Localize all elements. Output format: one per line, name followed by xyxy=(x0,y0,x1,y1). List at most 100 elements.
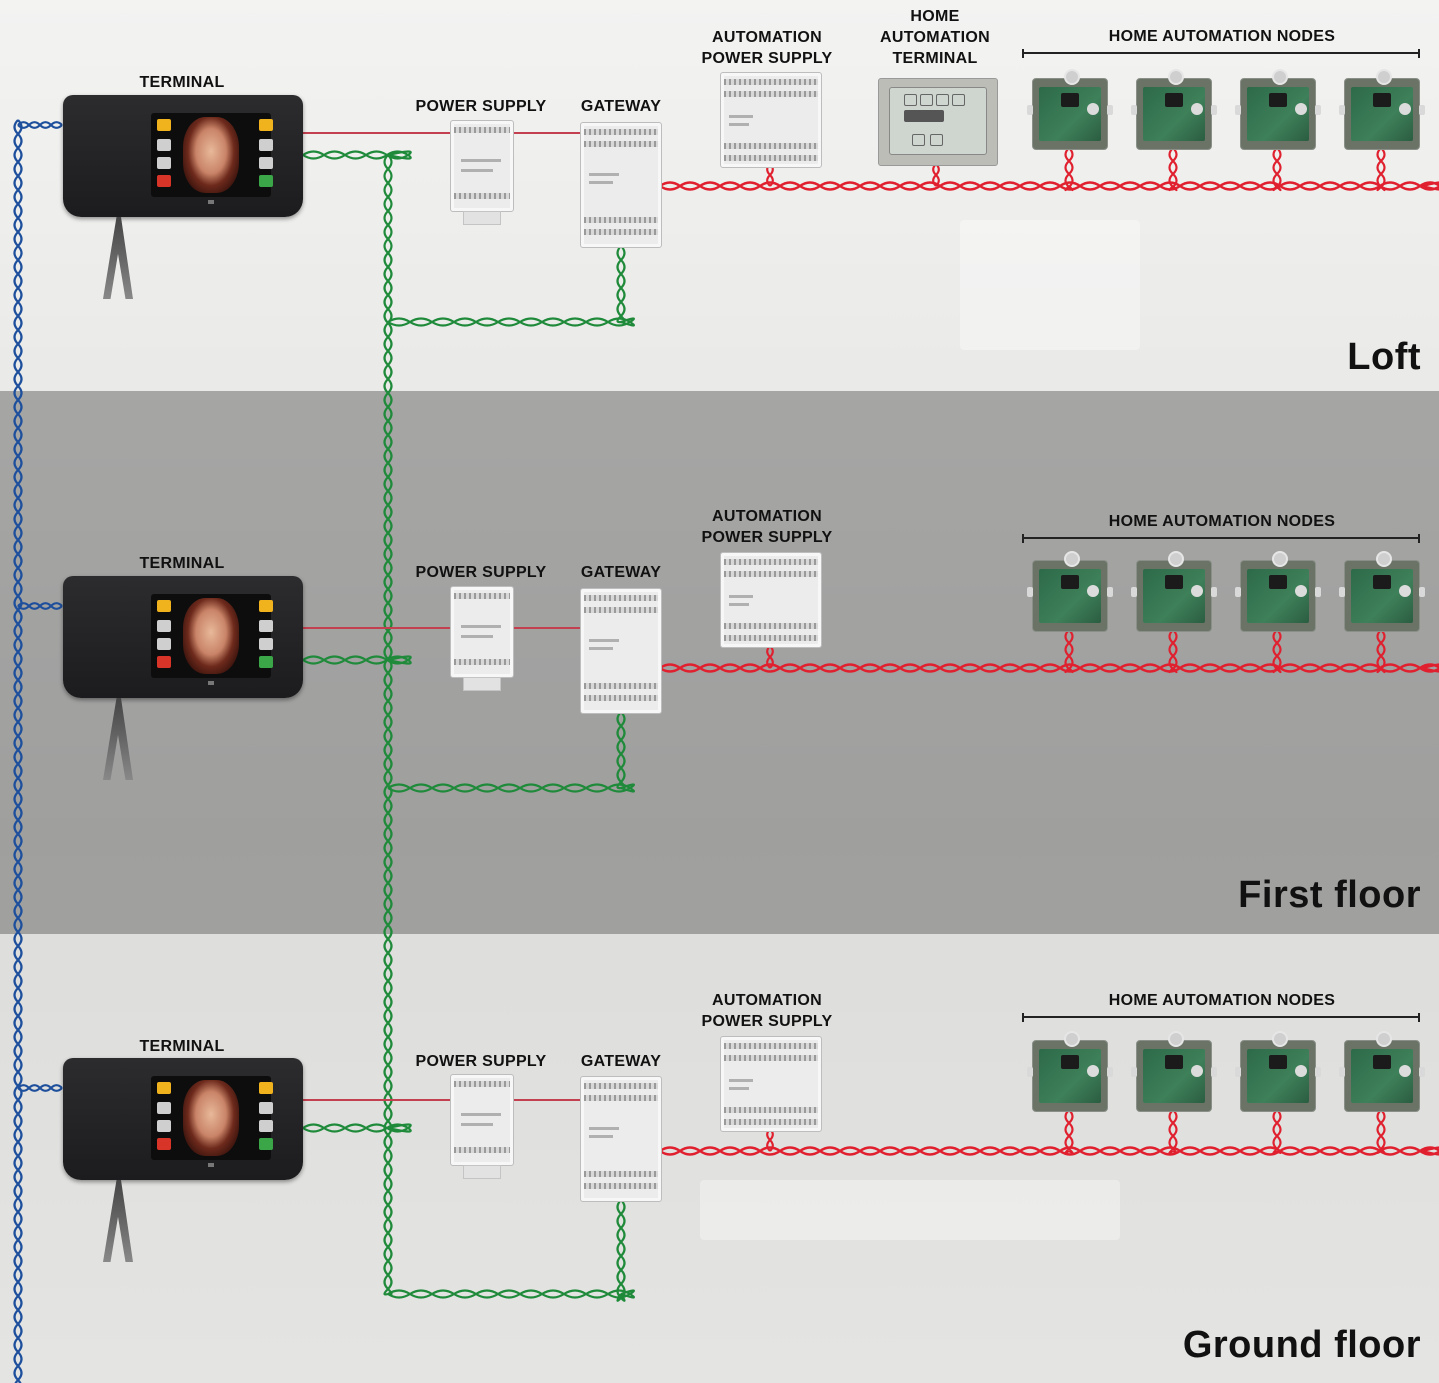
video-terminal xyxy=(63,576,303,698)
capacitor-icon xyxy=(1191,1065,1203,1077)
cable-clip-icon xyxy=(1107,105,1113,115)
cable-clip-icon xyxy=(1235,105,1241,115)
automation-power-supply-module xyxy=(720,1036,822,1132)
terminal-button-icon xyxy=(259,1120,273,1132)
relay-icon xyxy=(1061,575,1079,589)
capacitor-icon xyxy=(1087,103,1099,115)
capacitor-icon xyxy=(1191,103,1203,115)
answer-button-icon xyxy=(259,1138,273,1150)
light-icon xyxy=(904,94,917,106)
mounting-hole-icon xyxy=(1376,69,1392,85)
relay-icon xyxy=(1061,1055,1079,1069)
terminal-label: TERMINAL xyxy=(122,553,242,574)
terminal-button-icon xyxy=(259,1082,273,1094)
power-supply-module xyxy=(450,586,514,678)
terminal-button-icon xyxy=(157,600,171,612)
mounting-hole-icon xyxy=(1168,551,1184,567)
video-terminal xyxy=(63,95,303,217)
mounting-hole-icon xyxy=(1064,551,1080,567)
circuit-board xyxy=(1143,1049,1205,1103)
capacitor-icon xyxy=(1087,1065,1099,1077)
home-automation-node xyxy=(1032,78,1108,150)
home-automation-node xyxy=(1240,560,1316,632)
relay-icon xyxy=(1165,575,1183,589)
caller-video-image xyxy=(183,1080,239,1156)
gateway-module xyxy=(580,588,662,714)
automation-power-supply-label: AUTOMATION POWER SUPPLY xyxy=(694,27,840,69)
capacitor-icon xyxy=(1399,103,1411,115)
hangup-button-icon xyxy=(157,656,171,668)
mounting-hole-icon xyxy=(1064,69,1080,85)
power-supply-label: POWER SUPPLY xyxy=(408,562,554,583)
home-automation-node xyxy=(1136,1040,1212,1112)
mounting-hole-icon xyxy=(1168,1031,1184,1047)
home-automation-node xyxy=(1032,1040,1108,1112)
relay-icon xyxy=(1165,1055,1183,1069)
cable-clip-icon xyxy=(1131,1067,1137,1077)
cable-clip-icon xyxy=(1027,587,1033,597)
power-supply-module xyxy=(450,120,514,212)
nodes-label: HOME AUTOMATION NODES xyxy=(1022,26,1422,47)
relay-icon xyxy=(1373,1055,1391,1069)
hangup-button-icon xyxy=(157,1138,171,1150)
capacitor-icon xyxy=(1295,585,1307,597)
power-supply-label: POWER SUPPLY xyxy=(408,96,554,117)
mounting-hole-icon xyxy=(1376,1031,1392,1047)
temperature-icon xyxy=(912,134,925,146)
automation-power-supply-label: AUTOMATION POWER SUPPLY xyxy=(694,990,840,1032)
cable-clip-icon xyxy=(1107,1067,1113,1077)
nodes-bracket xyxy=(1022,52,1420,63)
automation-power-supply-module xyxy=(720,552,822,648)
terminal-button-icon xyxy=(259,1102,273,1114)
brand-logo xyxy=(208,1163,214,1167)
cable-clip-icon xyxy=(1235,587,1241,597)
terminal-button-icon xyxy=(157,1102,171,1114)
cable-clip-icon xyxy=(1315,105,1321,115)
power-wire xyxy=(303,133,580,1100)
floor-title-ground-floor: Ground floor xyxy=(1183,1324,1421,1367)
terminal-label: TERMINAL xyxy=(122,1036,242,1057)
circuit-board xyxy=(1351,87,1413,141)
cable-clip-icon xyxy=(1211,105,1217,115)
circuit-board xyxy=(1351,569,1413,623)
home-automation-node xyxy=(1240,1040,1316,1112)
mounting-hole-icon xyxy=(1272,551,1288,567)
caller-video-image xyxy=(183,598,239,674)
power-supply-label: POWER SUPPLY xyxy=(408,1051,554,1072)
floor-title-loft: Loft xyxy=(1347,336,1421,379)
circuit-board xyxy=(1247,87,1309,141)
home-automation-node xyxy=(1344,560,1420,632)
circuit-board xyxy=(1143,569,1205,623)
gateway-label: GATEWAY xyxy=(568,1051,674,1072)
mounting-hole-icon xyxy=(1064,1031,1080,1047)
brand-logo xyxy=(208,200,214,204)
capacitor-icon xyxy=(1295,1065,1307,1077)
cable-clip-icon xyxy=(1235,1067,1241,1077)
terminal-button-icon xyxy=(259,119,273,131)
terminal-label: TERMINAL xyxy=(122,72,242,93)
shutter-icon xyxy=(936,94,949,106)
cable-clip-icon xyxy=(1339,1067,1345,1077)
home-automation-node xyxy=(1136,560,1212,632)
cable-clip-icon xyxy=(1131,105,1137,115)
mounting-hole-icon xyxy=(1168,69,1184,85)
cable-clip-icon xyxy=(1419,587,1425,597)
nodes-label: HOME AUTOMATION NODES xyxy=(1022,511,1422,532)
video-terminal xyxy=(63,1058,303,1180)
automation-power-supply-label: AUTOMATION POWER SUPPLY xyxy=(694,506,840,548)
relay-icon xyxy=(1269,1055,1287,1069)
cable-clip-icon xyxy=(1315,1067,1321,1077)
gateway-label: GATEWAY xyxy=(568,96,674,117)
terminal-button-icon xyxy=(259,620,273,632)
terminal-button-icon xyxy=(259,139,273,151)
terminal-button-icon xyxy=(259,638,273,650)
relay-icon xyxy=(1269,93,1287,107)
brand-logo xyxy=(208,681,214,685)
home-automation-node xyxy=(1136,78,1212,150)
gateway-module xyxy=(580,122,662,248)
relay-icon xyxy=(1269,575,1287,589)
terminal-button-icon xyxy=(157,1120,171,1132)
cable-clip-icon xyxy=(1211,587,1217,597)
terminal-button-icon xyxy=(259,157,273,169)
home-automation-node xyxy=(1344,78,1420,150)
